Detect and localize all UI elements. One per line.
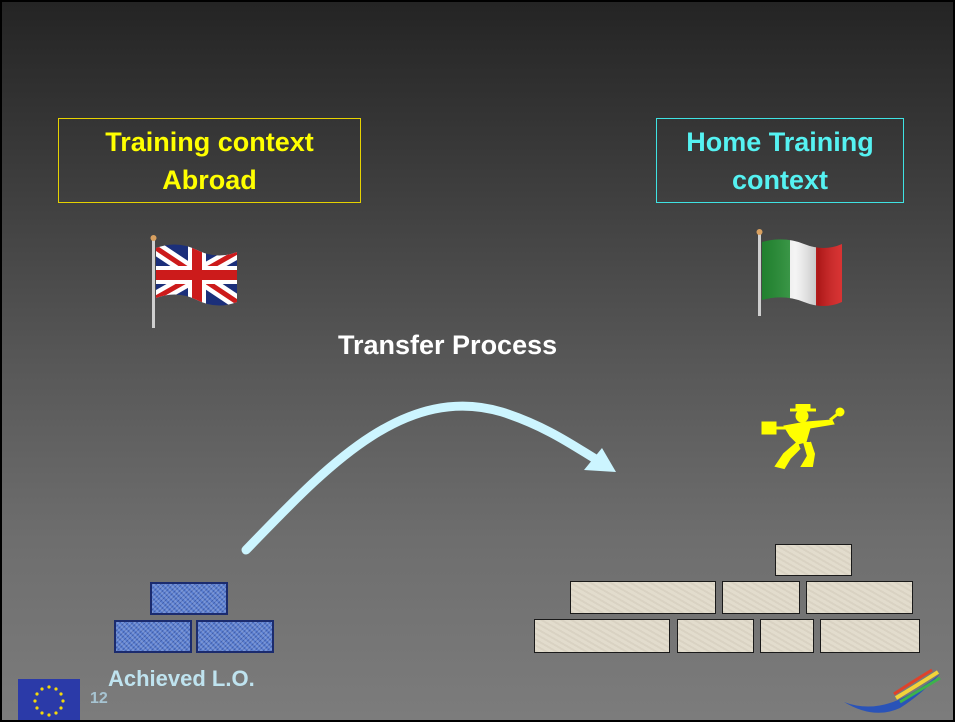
training-context-abroad-box: Training context Abroad [58,118,361,203]
page-number: 12 [90,690,108,707]
home-training-context-line2: context [731,164,829,195]
achieved-lo-brick-top [150,582,228,615]
transfer-process-title: Transfer Process [338,330,558,360]
training-context-abroad-line1: Training context [105,126,314,157]
home-brick-bottom-2 [677,619,754,653]
curved-arrow-icon [241,401,616,555]
achieved-lo-brick-bottom-left [114,620,192,653]
home-brick-bottom-3 [760,619,814,653]
home-training-context-line1: Home Training [686,126,874,157]
achieved-lo-label: Achieved L.O. [108,666,255,691]
home-brick-top [775,544,852,576]
achieved-lo-brick-bottom-right [196,620,274,653]
home-brick-middle-3 [806,581,913,614]
uk-flag-icon [150,235,237,328]
program-swoosh-logo [844,668,941,713]
home-brick-middle-1 [570,581,716,614]
training-context-abroad-line2: Abroad [162,164,257,195]
italy-flag-icon [756,229,842,316]
eu-stars-logo [18,679,80,720]
home-brick-bottom-4 [820,619,920,653]
walking-person-with-briefcase-icon [761,404,845,470]
home-training-context-box: Home Training context [656,118,904,203]
home-brick-middle-2 [722,581,800,614]
home-brick-bottom-1 [534,619,670,653]
